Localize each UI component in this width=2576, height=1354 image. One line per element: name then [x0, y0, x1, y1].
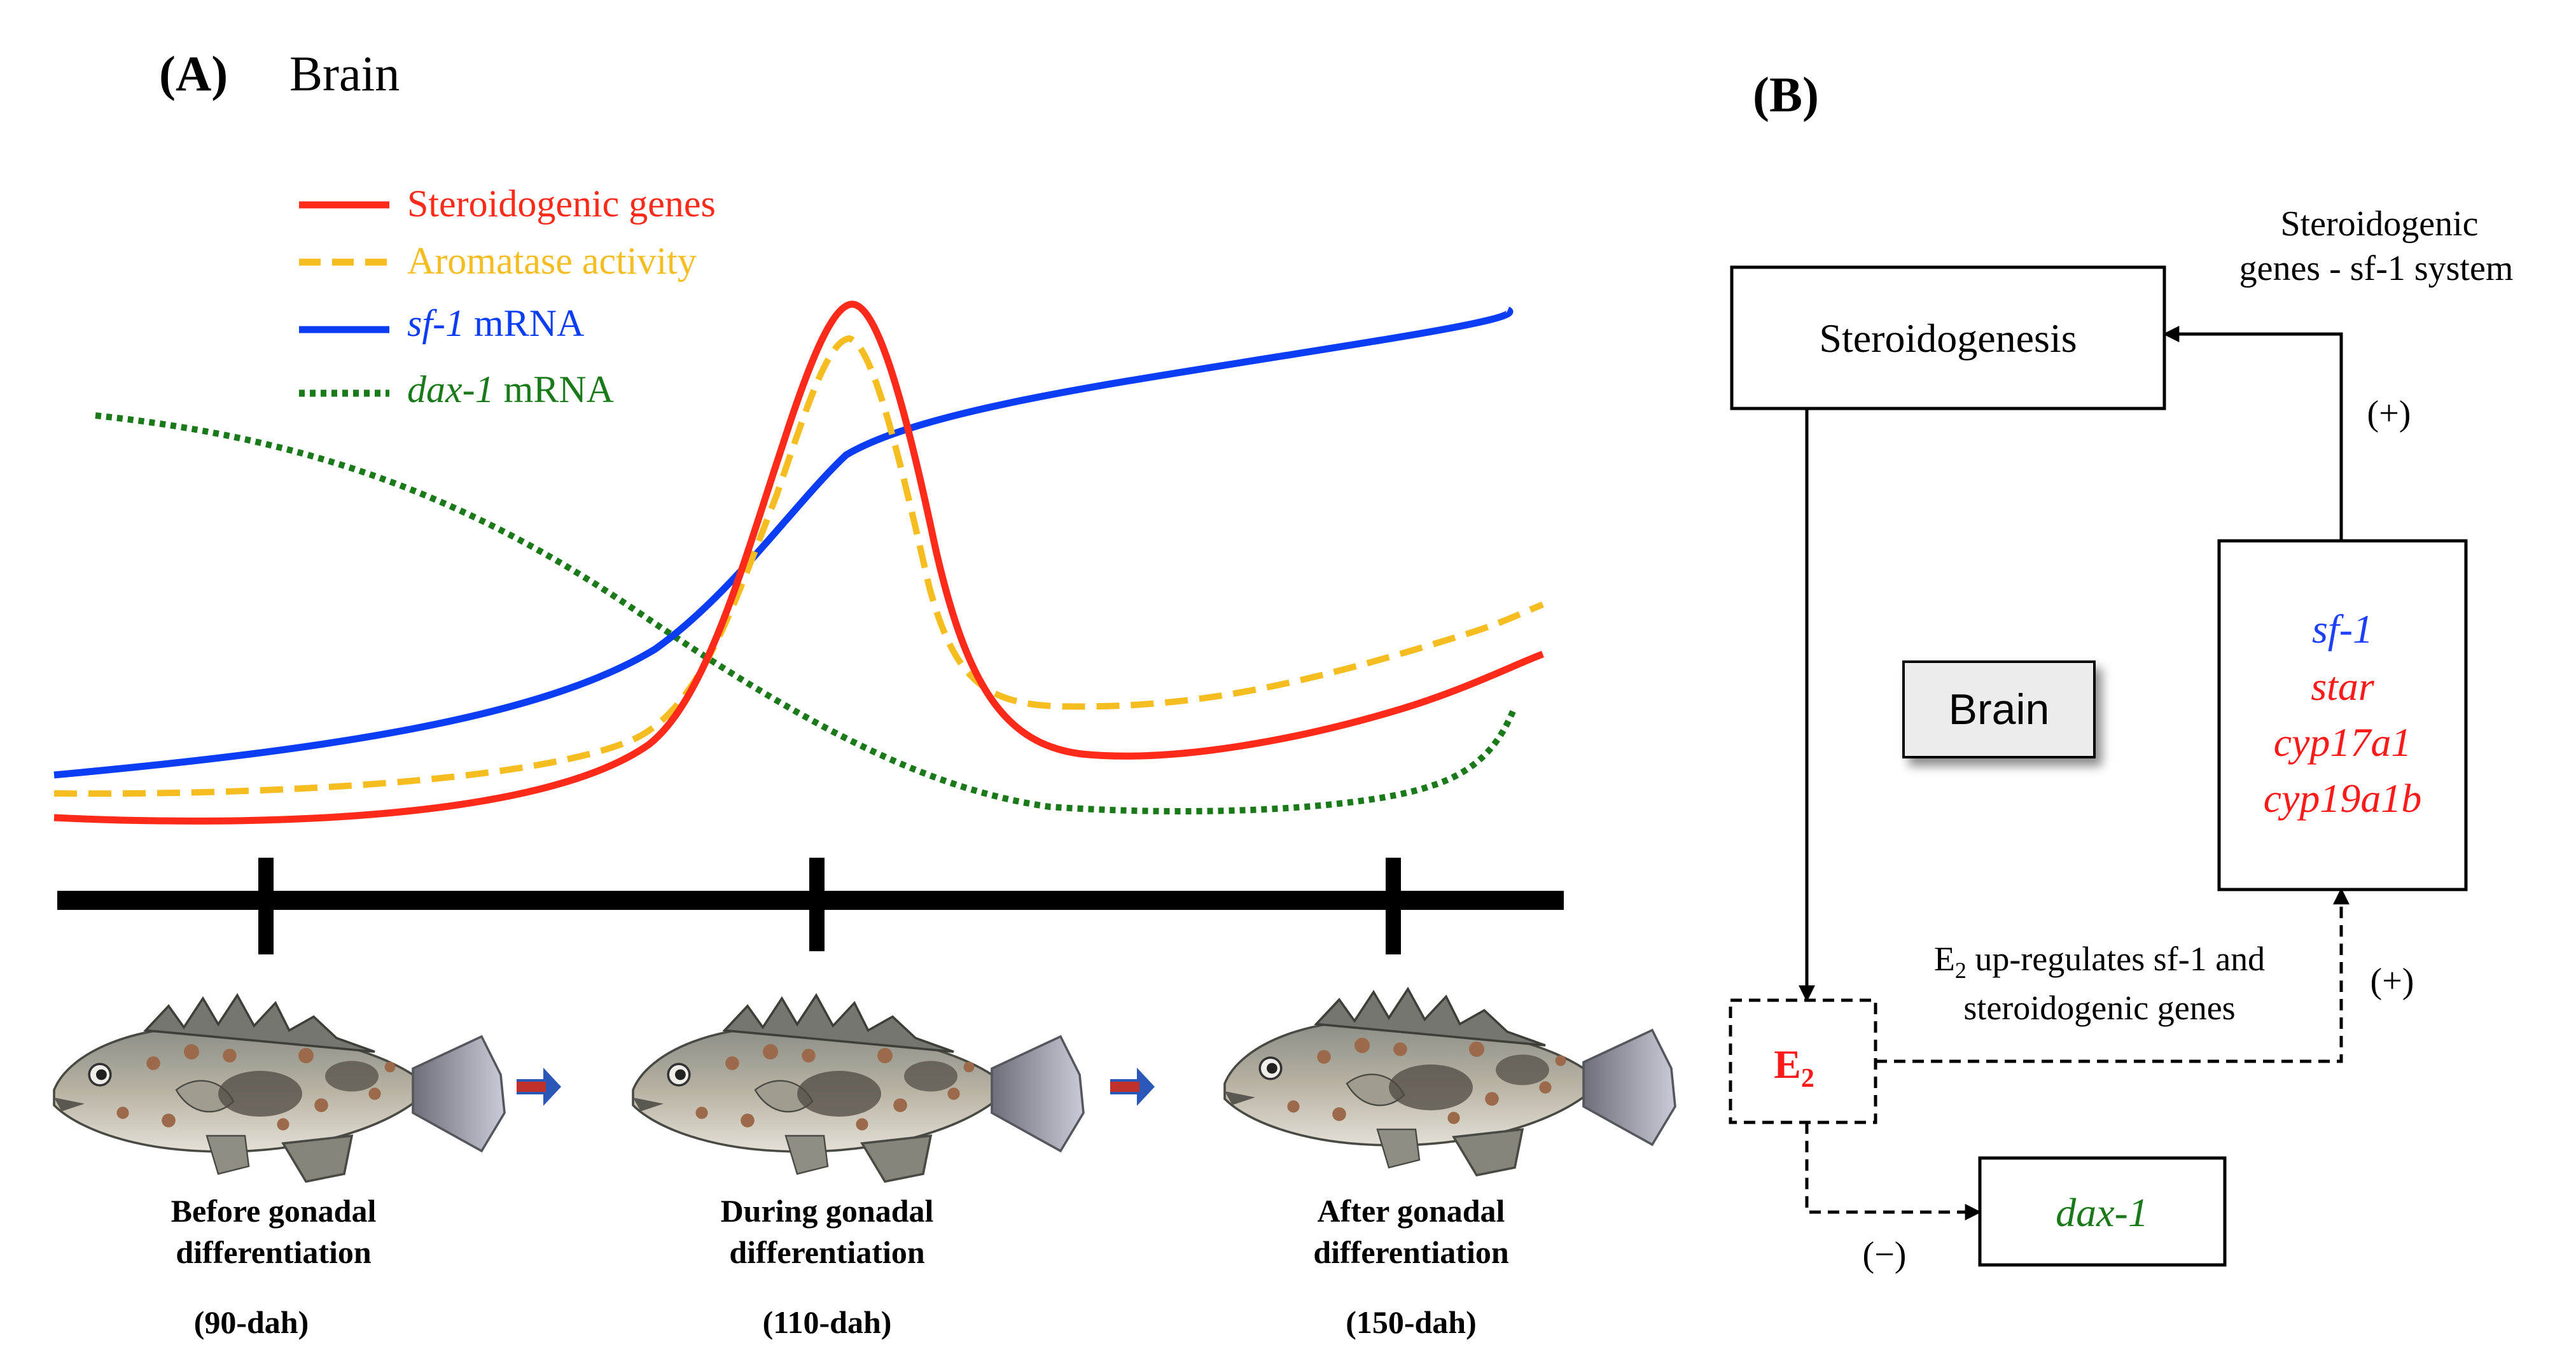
panel-b: (B) Steroidogenesis Steroidogenic genes … [1729, 67, 2514, 1274]
stage-2-age: (110-dah) [763, 1304, 892, 1340]
genes-box [2217, 539, 2468, 891]
curve-dax1-mrna [95, 412, 1516, 815]
stage-2-line2: differentiation [729, 1234, 925, 1270]
system-label-line1: Steroidogenic [2280, 204, 2478, 244]
stage-arrow-2 [1110, 1068, 1155, 1106]
system-label-line2: genes - sf-1 system [2239, 249, 2514, 288]
curve-steroidogenic-genes [53, 300, 1544, 825]
arrow-genes-to-steroidogenesis [2162, 326, 2343, 541]
timeline [57, 858, 1564, 954]
legend-label-sf1: sf-1 mRNA [407, 302, 584, 344]
fish-stage-3 [1223, 988, 1676, 1176]
panel-a-title: Brain [289, 46, 400, 101]
legend-label-dax1: dax-1 mRNA [407, 368, 614, 410]
steroidogenesis-label: Steroidogenesis [1819, 316, 2077, 361]
gene-cyp19a1b: cyp19a1b [2264, 776, 2422, 821]
dax1-box [1978, 1156, 2227, 1267]
stage-1-line1: Before gonadal [171, 1193, 377, 1229]
expression-curves [53, 300, 1544, 825]
curve-sf1-mrna [53, 306, 1514, 779]
e2-box [1729, 998, 1877, 1124]
minus-label: (−) [1863, 1235, 1907, 1274]
upregulation-line1: E2 up-regulates sf-1 and [1934, 940, 2265, 983]
legend-label-aromatase: Aromatase activity [407, 240, 697, 282]
gene-sf1: sf-1 [2312, 606, 2373, 652]
brain-label: Brain [1949, 685, 2050, 734]
stage-2-line1: During gonadal [721, 1193, 934, 1229]
upregulation-line2: steroidogenic genes [1963, 989, 2235, 1027]
brain-box [1902, 660, 2096, 758]
stage-3-age: (150-dah) [1346, 1304, 1477, 1340]
arrow-e2-to-dax1 [1805, 1122, 1982, 1220]
stage-3-line2: differentiation [1313, 1234, 1509, 1270]
stage-3-line1: After gonadal [1318, 1193, 1505, 1229]
stage-arrow-1 [517, 1068, 561, 1106]
stage-labels: Before gonadal differentiation (90-dah) … [171, 1193, 1509, 1340]
e2-label: E2 [1774, 1042, 1814, 1093]
curve-aromatase-activity [53, 335, 1544, 797]
stage-1-age: (90-dah) [194, 1304, 309, 1340]
arrow-e2-to-genes [1876, 888, 2350, 1063]
panel-b-label: (B) [1753, 67, 1819, 122]
legend: Steroidogenic genes Aromatase activity s… [299, 183, 716, 410]
panel-a-label: (A) [159, 46, 228, 101]
legend-label-steroidogenic: Steroidogenic genes [407, 183, 716, 225]
gene-star: star [2311, 664, 2375, 709]
steroidogenesis-box [1730, 265, 2166, 410]
gene-cyp17a1: cyp17a1 [2274, 720, 2412, 765]
plus-mid: (+) [2371, 961, 2414, 1001]
gene-list: sf-1 star cyp17a1 cyp19a1b [2264, 606, 2422, 821]
panel-a: (A) Brain Steroidogenic genes Aromatase … [53, 46, 1676, 1340]
plus-top: (+) [2367, 394, 2411, 433]
fish-stage-2 [632, 994, 1085, 1183]
fish-stage-1 [53, 994, 506, 1183]
stage-1-line2: differentiation [176, 1234, 372, 1270]
dax1-label: dax-1 [2056, 1190, 2148, 1235]
